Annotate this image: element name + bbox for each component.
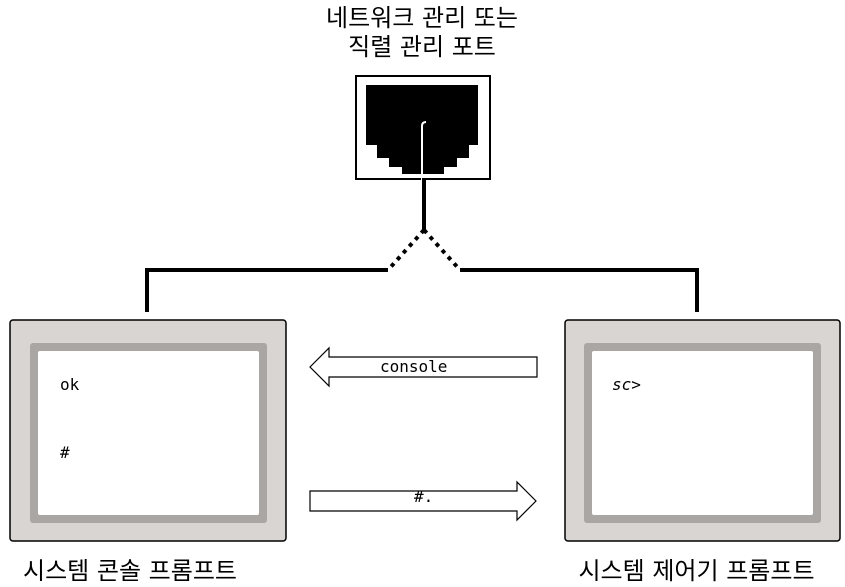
- port-title-line2: 직렬 관리 포트: [348, 33, 496, 61]
- arrow-right-icon: [309, 480, 537, 522]
- escape-arrow-label: #.: [414, 487, 434, 506]
- console-arrow-label: console: [380, 357, 448, 376]
- port-title: 네트워크 관리 또는 직렬 관리 포트: [272, 4, 572, 62]
- system-controller-caption: 시스템 제어기 프롬프트: [578, 557, 815, 585]
- cable-connector: [145, 178, 699, 312]
- arrow-left-icon: [309, 346, 538, 388]
- console-hash-prompt: #: [60, 443, 70, 462]
- left-monitor: [9, 319, 287, 542]
- sc-prompt: sc>: [612, 375, 641, 394]
- system-console-caption: 시스템 콘솔 프롬프트: [23, 557, 237, 585]
- port-jack-icon: [355, 75, 491, 182]
- console-ok-prompt: ok: [60, 375, 80, 394]
- port-title-line1: 네트워크 관리 또는: [326, 4, 518, 32]
- right-monitor: [564, 319, 841, 542]
